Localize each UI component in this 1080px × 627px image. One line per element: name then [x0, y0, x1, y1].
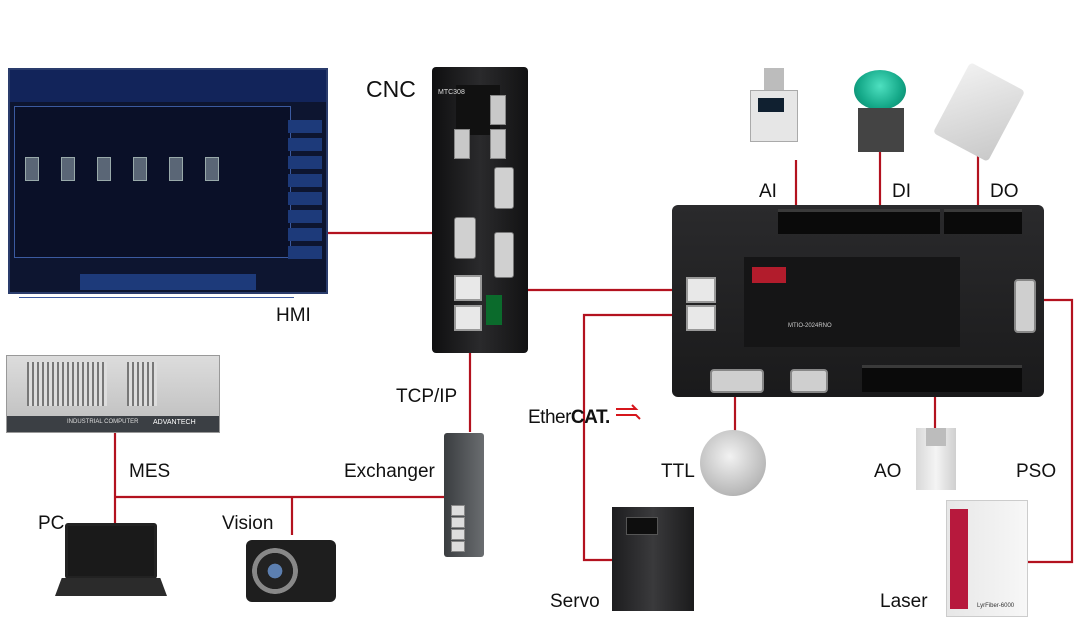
- label-mes: MES: [129, 461, 171, 482]
- ethercat-arrows-icon: [616, 404, 641, 420]
- controller-terminal-ai: [778, 209, 824, 234]
- hmi-node: [97, 157, 111, 181]
- cnc-controller: MTC308: [432, 67, 528, 353]
- ethercat-logo: EtherCAT.: [528, 407, 610, 429]
- cnc-power-terminal: [486, 295, 502, 325]
- label-pc: PC: [38, 513, 65, 534]
- label-hmi: HMI: [276, 305, 311, 326]
- io-controller: MTIO-2024RNO: [672, 205, 1044, 397]
- label-ao: AO: [874, 461, 902, 482]
- ipc-brand: ADVANTECH: [153, 419, 196, 426]
- wire-servo-ethercat: [582, 313, 694, 562]
- label-tcpip: TCP/IP: [396, 386, 458, 407]
- ethernet-switch: [444, 433, 484, 557]
- controller-db-port: [790, 369, 828, 393]
- servo-display: [626, 517, 658, 535]
- label-exchanger: Exchanger: [344, 461, 435, 482]
- label-cnc: CNC: [366, 76, 416, 102]
- ethercat-logo-suffix: CAT.: [570, 407, 610, 428]
- industrial-computer: INDUSTRIAL COMPUTER ADVANTECH: [6, 355, 220, 433]
- controller-ethercat-port: [686, 277, 716, 303]
- hmi-side-menu: [288, 120, 322, 268]
- cnc-ethernet-port: [454, 275, 482, 301]
- ipc-caption: INDUSTRIAL COMPUTER: [67, 419, 139, 425]
- controller-ethercat-port: [686, 305, 716, 331]
- cnc-vga-port: [454, 217, 476, 259]
- hmi-node: [133, 157, 147, 181]
- controller-terminal-di: [822, 209, 940, 234]
- label-pso: PSO: [1016, 461, 1057, 482]
- ipc-front-strip: INDUSTRIAL COMPUTER ADVANTECH: [7, 416, 219, 432]
- hmi-screen: [8, 68, 328, 298]
- controller-model-text: MTIO-2024RNO: [788, 323, 832, 329]
- controller-ttl-port: [710, 369, 764, 393]
- label-laser: Laser: [880, 591, 928, 612]
- label-servo: Servo: [550, 591, 600, 612]
- label-ttl: TTL: [661, 461, 695, 482]
- wire-pso: [1028, 298, 1074, 564]
- label-vision: Vision: [222, 513, 274, 534]
- controller-terminal-do: [944, 209, 1022, 234]
- camera-lens: [252, 548, 298, 594]
- ao-proportional-valve: [916, 428, 956, 490]
- ttl-handwheel: [700, 430, 766, 496]
- cnc-ethernet-port: [454, 305, 482, 331]
- hmi-lower-panel: [19, 297, 294, 318]
- hmi-node: [169, 157, 183, 181]
- cnc-usb-port: [454, 129, 470, 159]
- laser-model: LyrFiber-6000: [977, 603, 1015, 609]
- laser-red-band: [950, 509, 968, 609]
- controller-logo: [752, 267, 786, 283]
- hmi-node: [205, 157, 219, 181]
- controller-terminal-ao: [862, 365, 1022, 392]
- cnc-usb-port: [490, 95, 506, 125]
- hmi-node: [61, 157, 75, 181]
- controller-db9-port: [1014, 279, 1036, 333]
- laptop-keyboard: [55, 578, 167, 596]
- di-push-button: [850, 70, 912, 152]
- ai-pressure-sensor: [750, 68, 798, 156]
- servo-drive: [612, 507, 694, 611]
- ethercat-logo-prefix: Ether: [528, 407, 571, 428]
- laser-source: LyrFiber-6000: [946, 500, 1028, 617]
- cnc-db9-port: [494, 167, 514, 209]
- cnc-usb-port: [490, 129, 506, 159]
- label-di: DI: [892, 181, 911, 202]
- hmi-footer-bar: [80, 274, 256, 290]
- hmi-header-bar: [10, 70, 326, 102]
- cnc-db15-port: [494, 232, 514, 278]
- hmi-topology-panel: [14, 106, 294, 298]
- laptop-screen: [65, 523, 157, 579]
- vision-camera: [246, 540, 336, 602]
- hmi-node: [25, 157, 39, 181]
- label-ai: AI: [759, 181, 777, 202]
- label-do: DO: [990, 181, 1019, 202]
- cnc-model-text: MTC308: [438, 89, 465, 96]
